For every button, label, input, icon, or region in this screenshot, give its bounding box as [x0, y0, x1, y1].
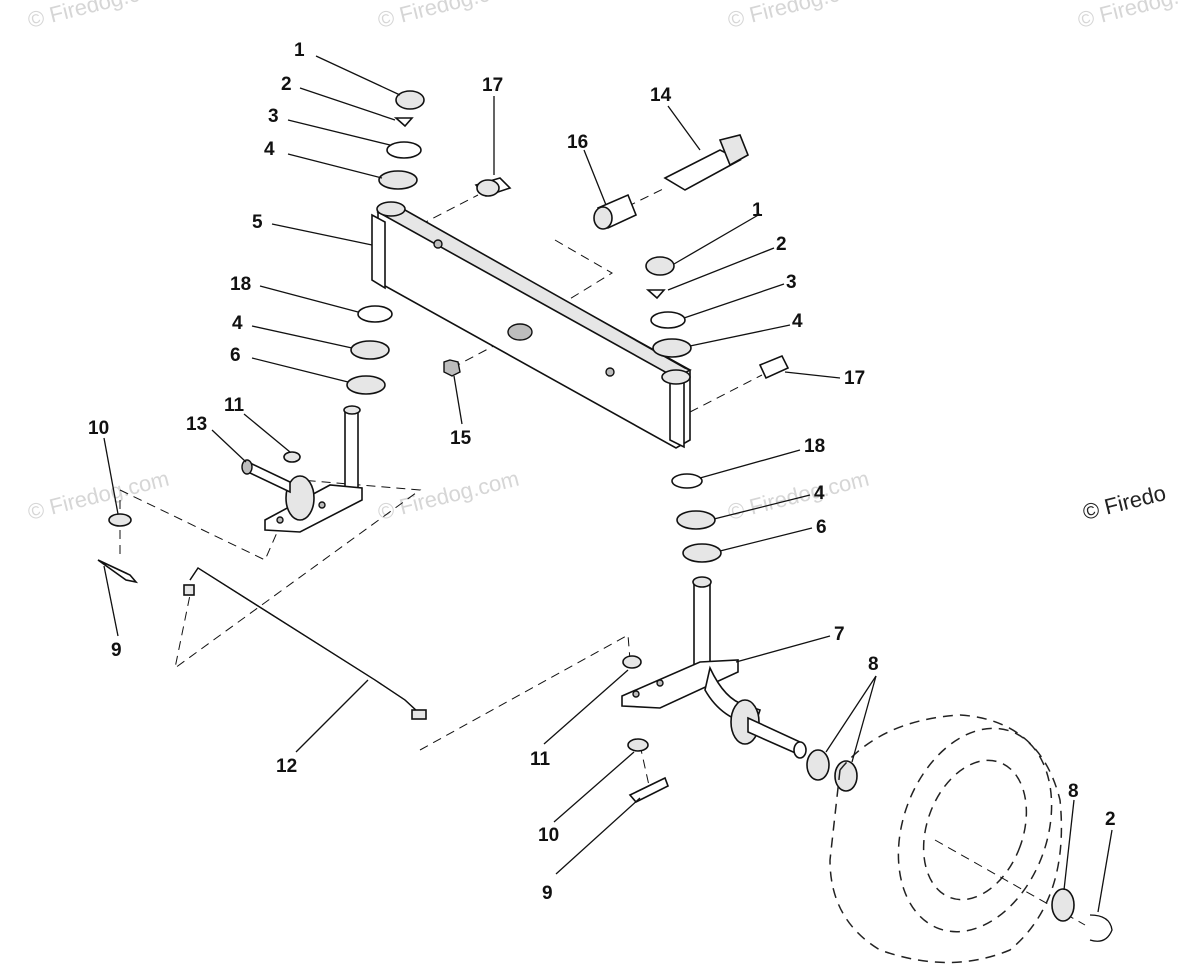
callout-15-nut-center: 15	[450, 428, 472, 449]
left-spindle	[241, 405, 363, 533]
callout-7-spindle-right: 7	[834, 624, 845, 645]
right-stack	[645, 256, 790, 563]
callout-11-bushing-small-left: 11	[224, 395, 245, 416]
callout-2-clip-right: 2	[776, 234, 787, 255]
callout-6-ring-left: 6	[230, 345, 241, 366]
callout-1-cap-right: 1	[752, 200, 763, 221]
watermark: © Firedog.com	[375, 0, 521, 33]
drag-link	[183, 567, 427, 720]
callout-14-pivot-bolt: 14	[650, 85, 672, 106]
leader-lines	[103, 55, 1113, 913]
callout-10-washer-small-right: 10	[538, 825, 559, 846]
assembly-lines	[119, 187, 1086, 926]
small-parts-left	[97, 513, 139, 584]
callout-4-bushing-left-bottom: 4	[232, 313, 243, 334]
callout-17-zerk-right: 17	[844, 368, 865, 389]
callout-9-cotter-left: 9	[111, 640, 122, 661]
left-stack	[346, 90, 425, 395]
callout-16-spacer-sleeve: 16	[567, 132, 588, 153]
callout-2-clip-wheel: 2	[1105, 809, 1116, 830]
callout-9-cotter-right: 9	[542, 883, 553, 904]
watermark: © Firedog.com	[25, 466, 171, 525]
callout-6-ring-right: 6	[816, 517, 827, 538]
wheel-outline	[829, 714, 1113, 964]
right-spindle	[621, 576, 858, 803]
center-parts	[443, 134, 750, 377]
callout-18-spacer-left: 18	[230, 274, 251, 295]
watermark: © Firedog.com	[375, 466, 521, 525]
callout-labels: 1 2 3 4 5 18 4 6 17 16 14 1 2 3 4 17 15 …	[88, 40, 1116, 904]
callout-17-zerk-left: 17	[482, 75, 503, 96]
callout-2-clip-left: 2	[281, 74, 292, 95]
callout-4-bushing-right-bottom: 4	[814, 483, 825, 504]
callout-12-drag-link: 12	[276, 756, 297, 777]
watermark: © Firedog.com	[1075, 0, 1180, 33]
callout-3-washer-left-top: 3	[268, 106, 279, 127]
watermark: © Firedog.com	[725, 0, 871, 33]
callout-4-bushing-left-top: 4	[264, 139, 275, 160]
callout-1-cap-left: 1	[294, 40, 305, 61]
callout-13-bolt-left: 13	[186, 414, 207, 435]
callout-4-bushing-right-top: 4	[792, 311, 803, 332]
watermark: © Firedog.com	[25, 0, 171, 33]
watermark: © Firedog.com	[725, 466, 871, 525]
axle-body	[371, 201, 692, 449]
callout-18-spacer-right: 18	[804, 436, 825, 457]
watermark-side: © Firedo	[1080, 480, 1168, 525]
callout-11-bushing-small-right: 11	[530, 749, 551, 770]
callout-5-axle: 5	[252, 212, 263, 233]
callout-3-washer-right-top: 3	[786, 272, 797, 293]
callout-8-washer-wheel: 8	[1068, 781, 1079, 802]
callout-8-washers-spindle: 8	[868, 654, 879, 675]
watermarks: © Firedog.com © Firedog.com © Firedog.co…	[25, 0, 1180, 525]
callout-10-washer-small-left: 10	[88, 418, 109, 439]
